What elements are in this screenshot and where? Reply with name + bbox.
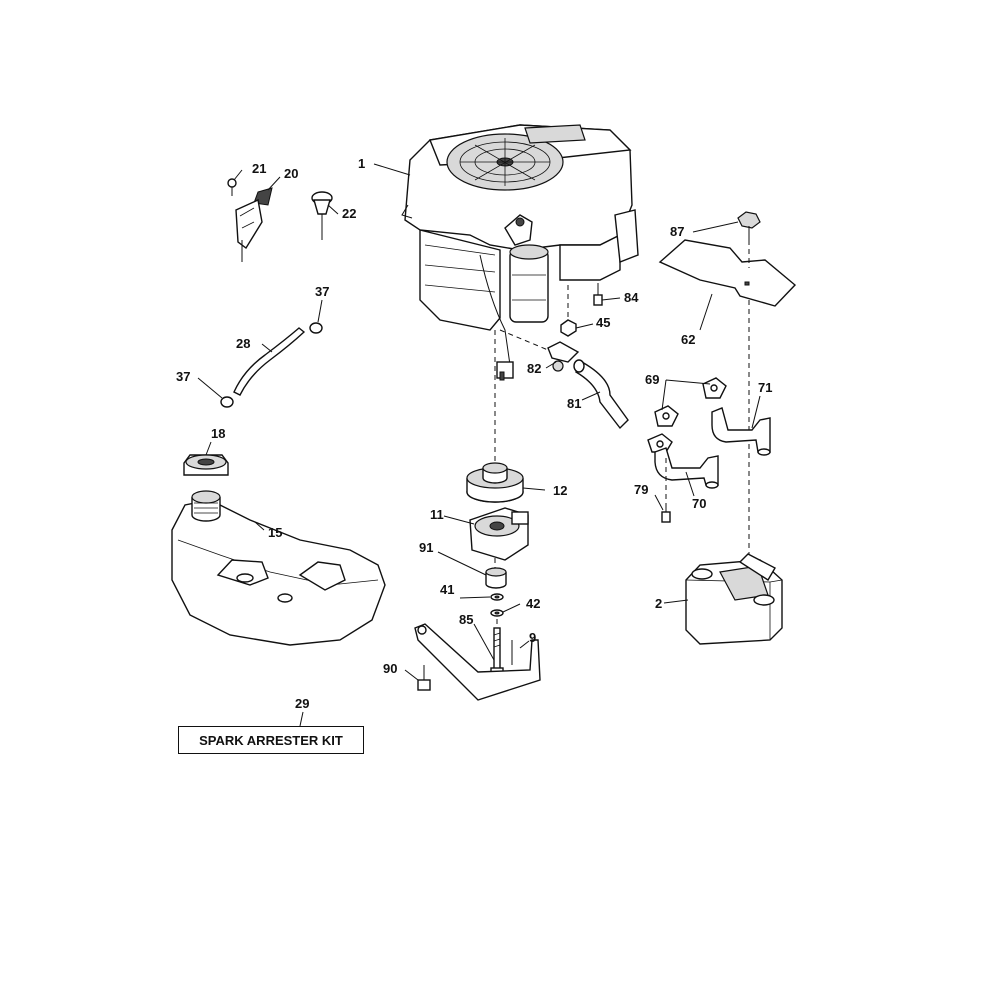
exhaust-pipe-70[interactable] — [654, 447, 719, 489]
callout-15[interactable]: 15 — [268, 525, 283, 540]
callout-62[interactable]: 62 — [681, 332, 696, 347]
bracket-9[interactable] — [414, 623, 541, 701]
callout-18[interactable]: 18 — [211, 426, 226, 441]
callout-45[interactable]: 45 — [596, 315, 611, 330]
hose-81[interactable] — [573, 359, 629, 430]
callout-84[interactable]: 84 — [624, 290, 639, 305]
callout-11[interactable]: 11 — [430, 507, 444, 522]
callout-91[interactable]: 91 — [419, 540, 434, 555]
spark-arrester-kit-box[interactable]: SPARK ARRESTER KIT — [178, 726, 364, 754]
washer-42[interactable] — [490, 609, 504, 617]
clamp-37-lower[interactable] — [220, 396, 234, 408]
throttle-control-20[interactable] — [235, 187, 273, 262]
clutch-11[interactable] — [469, 507, 529, 561]
callout-41[interactable]: 41 — [440, 582, 455, 597]
nut-45[interactable] — [560, 319, 577, 337]
engine-part[interactable] — [401, 124, 639, 381]
leader-lines — [197, 163, 761, 727]
callout-29[interactable]: 29 — [295, 696, 310, 711]
choke-knob-22[interactable] — [311, 191, 333, 240]
gasket-69-b[interactable] — [654, 405, 679, 427]
callout-37-upper[interactable]: 37 — [315, 284, 330, 299]
clamp-37-upper[interactable] — [309, 322, 323, 334]
callout-20[interactable]: 20 — [284, 166, 299, 181]
pulley-12[interactable] — [466, 462, 524, 503]
bolt-79[interactable] — [661, 505, 671, 523]
spacer-91[interactable] — [485, 567, 507, 589]
callout-81[interactable]: 81 — [567, 396, 582, 411]
fuel-cap-18[interactable] — [183, 454, 229, 476]
callout-37-lower[interactable]: 37 — [176, 369, 191, 384]
callout-79[interactable]: 79 — [634, 482, 649, 497]
callout-87[interactable]: 87 — [670, 224, 685, 239]
gasket-69-a[interactable] — [702, 377, 727, 399]
callout-2[interactable]: 2 — [655, 596, 663, 611]
callout-71[interactable]: 71 — [758, 380, 773, 395]
sensor-82[interactable] — [547, 341, 580, 372]
bolt-85[interactable] — [490, 627, 504, 677]
bolt-90[interactable] — [417, 665, 431, 691]
callout-42[interactable]: 42 — [526, 596, 541, 611]
heat-shield-62[interactable] — [658, 239, 797, 307]
callout-90[interactable]: 90 — [383, 661, 398, 676]
fuel-tank-15[interactable] — [171, 490, 386, 646]
callout-21[interactable]: 21 — [252, 161, 267, 176]
muffler-2[interactable] — [685, 553, 783, 645]
callout-69[interactable]: 69 — [645, 372, 660, 387]
washer-41[interactable] — [490, 593, 504, 601]
callout-12[interactable]: 12 — [553, 483, 568, 498]
exhaust-pipe-71[interactable] — [711, 407, 771, 456]
callout-85[interactable]: 85 — [459, 612, 474, 627]
callout-28[interactable]: 28 — [236, 336, 251, 351]
screw-21[interactable] — [227, 178, 237, 196]
callout-70[interactable]: 70 — [692, 496, 707, 511]
fuel-line-28[interactable] — [233, 327, 306, 396]
bolt-84[interactable] — [593, 283, 603, 306]
gasket-69-c[interactable] — [647, 433, 673, 453]
callout-22[interactable]: 22 — [342, 206, 357, 221]
screw-87[interactable] — [737, 211, 761, 240]
callout-82[interactable]: 82 — [527, 361, 542, 376]
callout-9[interactable]: 9 — [529, 630, 537, 645]
callout-1[interactable]: 1 — [358, 156, 366, 171]
